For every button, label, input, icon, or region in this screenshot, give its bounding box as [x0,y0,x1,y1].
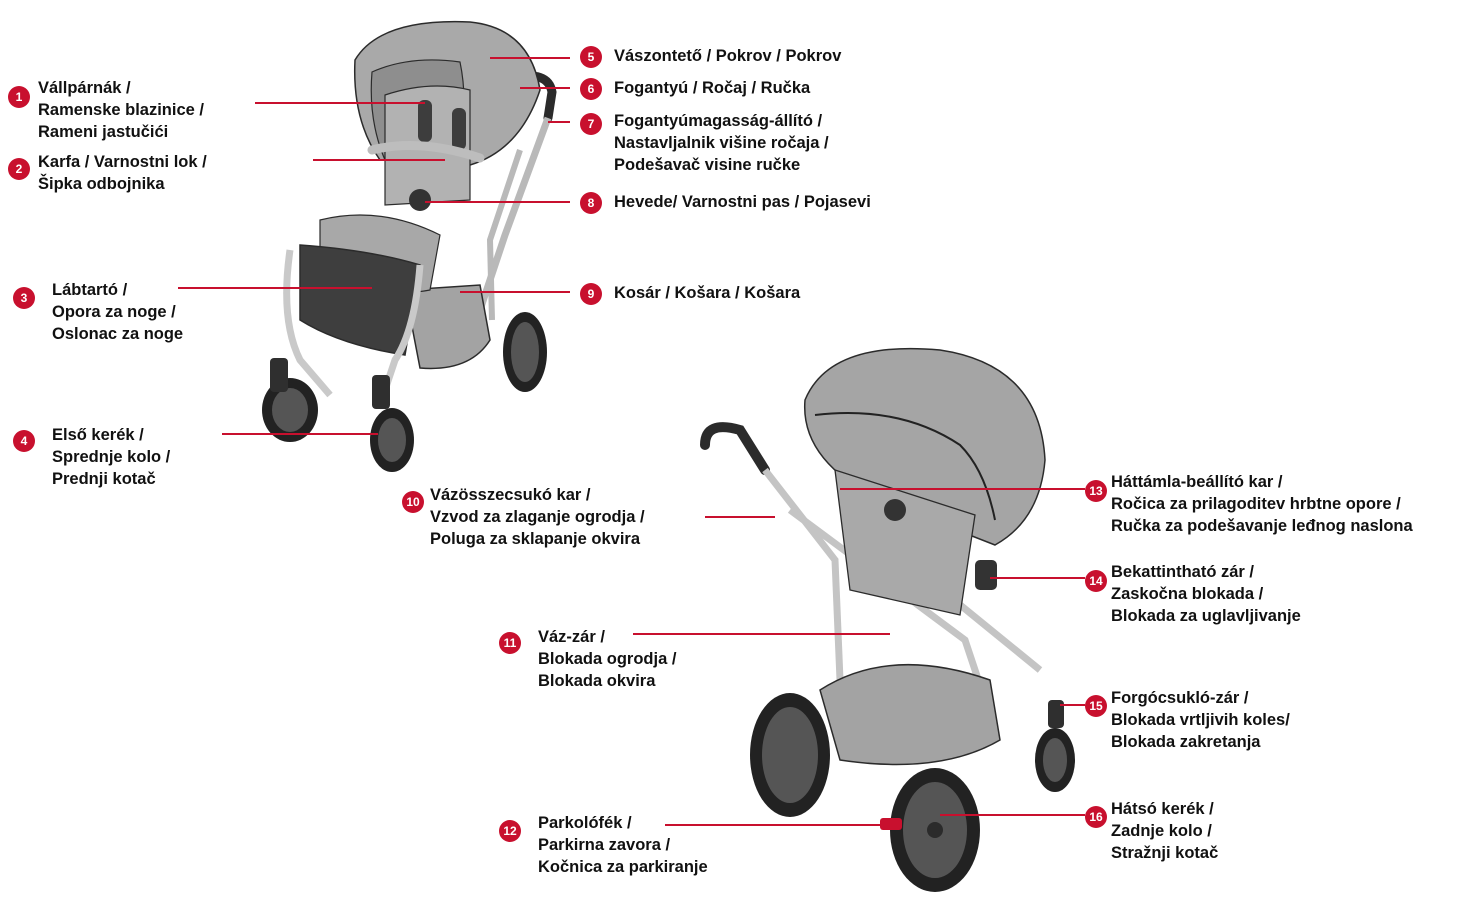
shoulder-pad-left [418,100,432,142]
callout-label-13: Háttámla-beállító kar /Ročica za prilago… [1111,471,1413,537]
callout-badge-5: 5 [580,46,602,68]
callout-label-12: Parkolófék /Parkirna zavora /Kočnica za … [538,812,708,878]
recline-handle [884,499,906,521]
callout-label-16: Hátsó kerék /Zadnje kolo /Stražnji kotač [1111,798,1218,864]
callout-badge-6: 6 [580,78,602,100]
swivel-wheel [1035,728,1075,792]
shoulder-pad-right [452,108,466,150]
callout-label-15: Forgócsukló-zár /Blokada vrtljivih koles… [1111,687,1290,753]
rear-wheel [503,312,547,392]
rear-wheel-left [750,693,830,817]
callout-label-5: Vászontető / Pokrov / Pokrov [614,45,841,67]
callout-label-1: Vállpárnák /Ramenske blazinice /Rameni j… [38,77,204,143]
callout-label-2: Karfa / Varnostni lok /Šipka odbojnika [38,151,207,195]
stroller-front-view [262,22,552,472]
callout-badge-7: 7 [580,113,602,135]
callout-badge-3: 3 [13,287,35,309]
callout-label-3: Lábtartó /Opora za noge /Oslonac za noge [52,279,183,345]
basket-rear [820,665,1000,765]
callout-label-7: Fogantyúmagasság-állító /Nastavljalnik v… [614,110,829,176]
callout-label-8: Hevede/ Varnostni pas / Pojasevi [614,191,871,213]
callout-badge-15: 15 [1085,695,1107,717]
callout-badge-2: 2 [8,158,30,180]
callout-badge-13: 13 [1085,480,1107,502]
callout-label-9: Kosár / Košara / Košara [614,282,800,304]
callout-badge-11: 11 [499,632,521,654]
callout-label-6: Fogantyú / Ročaj / Ručka [614,77,810,99]
front-fork-right [372,375,390,409]
callout-badge-9: 9 [580,283,602,305]
frame-rear [765,470,850,705]
callout-badge-12: 12 [499,820,521,842]
footrest [300,245,420,355]
callout-badge-14: 14 [1085,570,1107,592]
rear-wheel-right [890,768,980,892]
callout-badge-8: 8 [580,192,602,214]
handle-bar-rear [705,427,765,470]
callout-label-4: Első kerék /Sprednje kolo /Prednji kotač [52,424,170,490]
harness-buckle [409,189,431,211]
callout-label-10: Vázösszecsukó kar /Vzvod za zlaganje ogr… [430,484,645,550]
click-lock [975,560,997,590]
front-wheel-right [370,408,414,472]
callout-label-11: Váz-zár /Blokada ogrodja /Blokada okvira [538,626,676,692]
callout-badge-10: 10 [402,491,424,513]
callout-badge-16: 16 [1085,806,1107,828]
callout-badge-1: 1 [8,86,30,108]
front-fork-left [270,358,288,392]
callout-label-14: Bekattintható zár /Zaskočna blokada /Blo… [1111,561,1301,627]
stroller-rear-view [705,349,1075,892]
callout-badge-4: 4 [13,430,35,452]
